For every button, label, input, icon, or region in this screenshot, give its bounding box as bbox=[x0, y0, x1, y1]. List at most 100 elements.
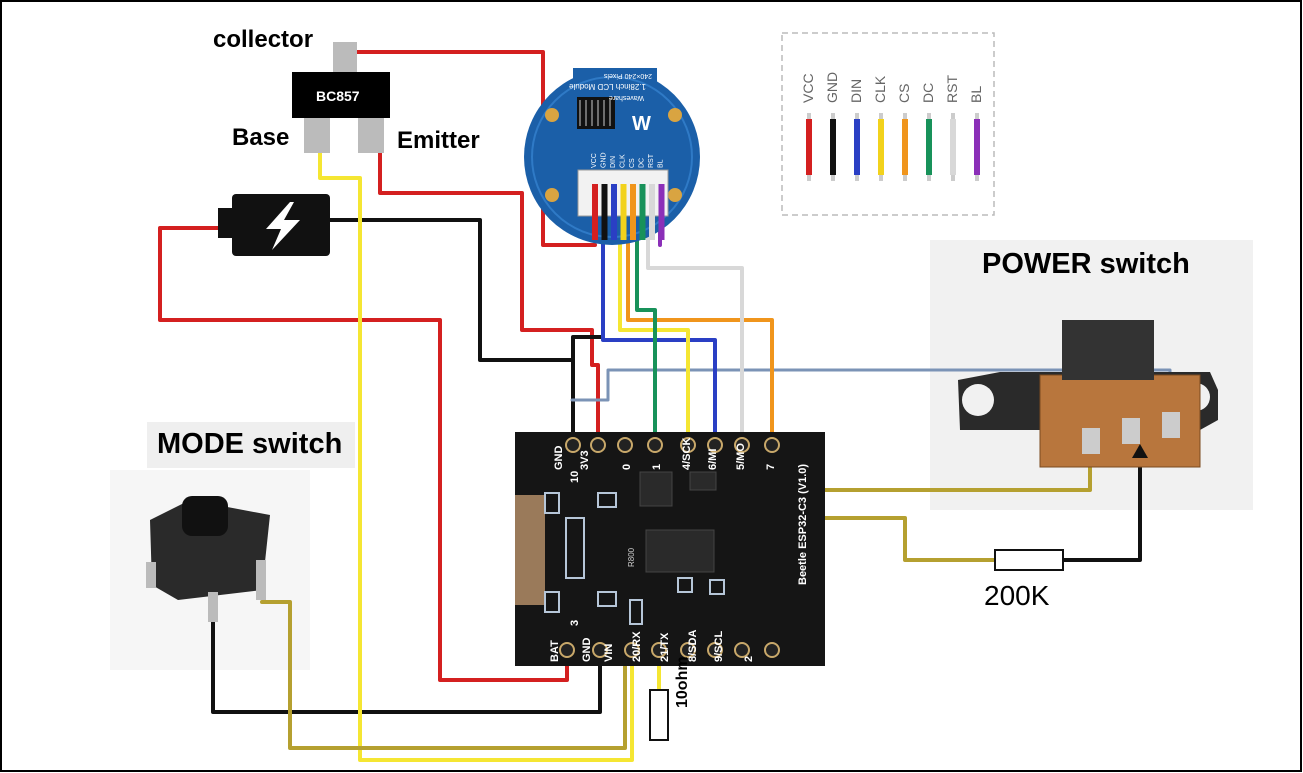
beetle-esp32-c3-board: GND 3V3 0 1 4/SCK 6/MI 5/MO 7 BAT GND VIN 20/RX 21/… bbox=[515, 432, 825, 666]
board-top-pin-label: 7 bbox=[765, 464, 777, 470]
legend-label-dc: DC bbox=[920, 83, 936, 103]
board-top-pin-label: 3V3 bbox=[579, 450, 591, 470]
lcd-title: 1.28inch LCD Module bbox=[569, 82, 646, 91]
resistor-200k bbox=[994, 444, 1148, 571]
emitter-label: Emitter bbox=[397, 127, 480, 154]
mode-switch-label: MODE switch bbox=[157, 428, 343, 460]
board-top-pin-label: 0 bbox=[621, 464, 633, 470]
resistor-10ohm-label: 10ohm bbox=[674, 656, 691, 708]
legend-pin-tip bbox=[831, 113, 835, 119]
pin-color-legend: VCC GND DIN CLK CS DC RST BL bbox=[781, 32, 995, 216]
board-top-pin-label: 1 bbox=[651, 464, 663, 470]
legend-pin-tip bbox=[975, 175, 979, 181]
legend-wire-dc bbox=[926, 119, 932, 175]
resistor-10ohm bbox=[649, 689, 669, 741]
resistor-200k-label: 200K bbox=[984, 580, 1050, 611]
board-top-pin-label: 6/MI bbox=[707, 449, 719, 470]
legend-label-din: DIN bbox=[848, 79, 864, 103]
power-switch-label: POWER switch bbox=[982, 248, 1190, 280]
legend-wire-clk bbox=[878, 119, 884, 175]
wire-emitter-3v3 bbox=[378, 148, 600, 442]
board-top-pin-label: 5/MO bbox=[735, 443, 747, 470]
wire-base-rx bbox=[318, 148, 634, 762]
lcd-brand: Waveshare bbox=[609, 94, 644, 101]
legend-pin-tip bbox=[975, 113, 979, 119]
svg-text:W: W bbox=[632, 113, 651, 135]
board-bottom-pin-label: BAT bbox=[549, 640, 561, 662]
legend-wire-rst bbox=[950, 119, 956, 175]
mode-switch-label-bg bbox=[147, 422, 355, 468]
legend-pin-tip bbox=[807, 175, 811, 181]
legend-label-bl: BL bbox=[968, 86, 984, 103]
board-bottom-pin-label: 9/SCL bbox=[713, 631, 725, 662]
legend-pin-tip bbox=[807, 113, 811, 119]
lcd-pin-wire-vcc bbox=[592, 184, 598, 240]
power-slide-switch bbox=[958, 320, 1218, 468]
legend-label-cs: CS bbox=[896, 84, 912, 103]
legend-label-gnd: GND bbox=[824, 72, 840, 103]
board-top-pin-label: 4/SCK bbox=[681, 438, 693, 470]
lcd-pin-label-dc: DC bbox=[639, 158, 646, 168]
board-bottom-pin-label: 2 bbox=[743, 656, 755, 662]
lcd-pin-wire-rst bbox=[649, 184, 655, 240]
board-bottom-pin-label: 20/RX bbox=[631, 631, 643, 662]
board-bottom-pin-label: GND bbox=[581, 638, 593, 663]
lcd-pin-wire-dc bbox=[639, 184, 646, 240]
legend-pin-tip bbox=[903, 175, 907, 181]
board-side-pin-3: 3 bbox=[569, 620, 581, 626]
lcd-pin-wire-din bbox=[611, 184, 617, 240]
transistor-part-label: BC857 bbox=[316, 88, 360, 104]
legend-label-rst: RST bbox=[944, 75, 960, 103]
lcd-pin-label-vcc: VCC bbox=[591, 153, 598, 168]
lcd-resolution: 240×240 Pixels bbox=[603, 72, 652, 79]
legend-wire-vcc bbox=[806, 119, 812, 175]
board-side-pin-10: 10 bbox=[569, 471, 581, 483]
lcd-pin-label-bl: BL bbox=[658, 159, 665, 168]
wire-rst bbox=[646, 218, 744, 442]
legend-pin-tip bbox=[879, 113, 883, 119]
wire-mode-gnd bbox=[211, 618, 602, 714]
board-bottom-pin-label: VIN bbox=[603, 644, 615, 662]
lcd-pin-label-rst: RST bbox=[648, 153, 655, 168]
legend-wire-gnd bbox=[830, 119, 836, 175]
legend-pin-tip bbox=[855, 113, 859, 119]
transistor-bc857 bbox=[292, 42, 390, 153]
lcd-pin-wire-gnd bbox=[601, 184, 608, 240]
legend-pin-tip bbox=[951, 113, 955, 119]
lcd-pin-wire-cs bbox=[630, 184, 636, 240]
legend-wire-din bbox=[854, 119, 860, 175]
legend-pin-tip bbox=[903, 113, 907, 119]
board-bottom-pin-label: 21/TX bbox=[659, 632, 671, 662]
wire-battery-bat bbox=[158, 226, 569, 682]
board-bottom-pin-label: 8/SDA bbox=[687, 630, 699, 662]
lcd-pin-label-cs: CS bbox=[629, 158, 636, 168]
board-resistor-code: R800 bbox=[627, 547, 636, 567]
wire-dc bbox=[635, 218, 657, 442]
legend-wire-cs bbox=[902, 119, 908, 175]
legend-pin-tip bbox=[879, 175, 883, 181]
collector-label: collector bbox=[213, 26, 314, 53]
wire-din bbox=[601, 218, 717, 442]
board-top-pin-label: GND bbox=[553, 446, 565, 471]
board-name: Beetle ESP32-C3 (V1.0) bbox=[797, 464, 809, 585]
battery-icon bbox=[218, 194, 330, 256]
legend-pin-tip bbox=[927, 175, 931, 181]
lcd-pin-label-din: DIN bbox=[610, 156, 617, 168]
legend-label-clk: CLK bbox=[872, 75, 888, 103]
legend-pin-tip bbox=[855, 175, 859, 181]
wire-200k-switch bbox=[1061, 448, 1142, 562]
mode-tactile-switch bbox=[146, 496, 270, 622]
legend-label-vcc: VCC bbox=[800, 73, 816, 103]
legend-pin-tip bbox=[831, 175, 835, 181]
legend-pin-tip bbox=[927, 113, 931, 119]
legend-pin-tip bbox=[951, 175, 955, 181]
lcd-pin-label-clk: CLK bbox=[620, 154, 627, 168]
wire-cs bbox=[626, 218, 774, 442]
lcd-pin-wire-clk bbox=[620, 184, 627, 240]
lcd-pin-label-gnd: GND bbox=[601, 152, 608, 168]
base-label: Base bbox=[232, 124, 290, 151]
lcd-pin-wire-bl bbox=[658, 184, 665, 240]
legend-wire-bl bbox=[974, 119, 980, 175]
